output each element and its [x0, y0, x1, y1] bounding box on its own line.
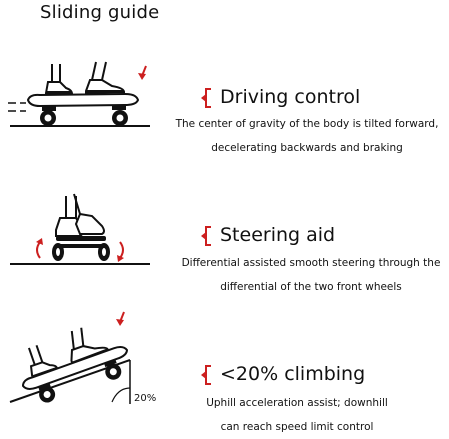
steering-aid-label: Steering aid: [220, 224, 336, 246]
steering-aid-heading: Steering aid: [200, 224, 335, 247]
rotate-arrow-icon: [36, 238, 43, 259]
climbing-illustration: [9, 311, 131, 404]
driving-illustration: [8, 61, 150, 127]
bracket-arrow-icon: [201, 87, 211, 108]
climbing-label: <20% climbing: [220, 363, 366, 385]
climbing-heading: <20% climbing: [200, 363, 365, 386]
page-title: Sliding guide: [40, 2, 160, 23]
down-arrow-icon: [116, 311, 125, 326]
bracket-arrow-icon: [201, 364, 211, 385]
climbing-description: Uphill acceleration assist; downhill can…: [206, 397, 388, 433]
steering-illustration: [10, 193, 150, 265]
bracket-arrow-icon: [201, 225, 211, 246]
steering-aid-description: Differential assisted smooth steering th…: [181, 257, 441, 293]
driving-control-heading: Driving control: [200, 86, 360, 109]
driving-control-label: Driving control: [220, 86, 361, 108]
down-arrow-icon: [138, 65, 147, 80]
driving-control-description: The center of gravity of the body is til…: [175, 118, 439, 154]
slope-percent-label: 20%: [134, 393, 157, 404]
rotate-arrow-icon: [117, 241, 124, 262]
